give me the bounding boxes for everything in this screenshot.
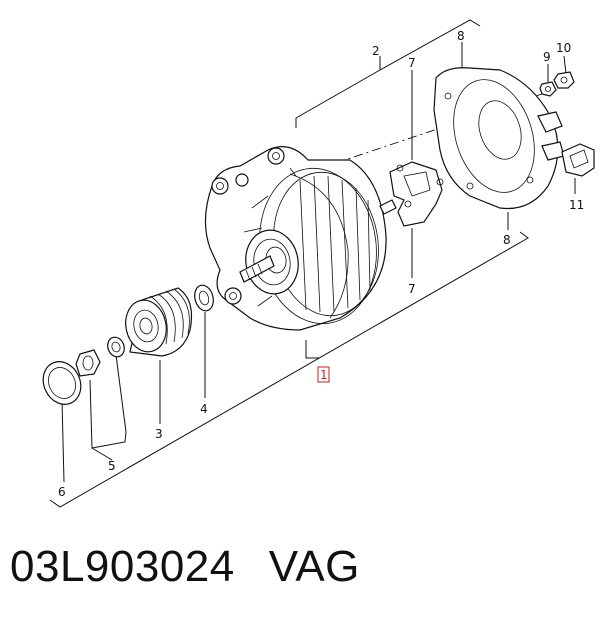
rear-cover [433, 67, 565, 210]
voltage-regulator [379, 161, 444, 227]
callout-7-bottom: 7 [408, 282, 416, 296]
alternator-body [204, 146, 387, 331]
callout-5: 5 [108, 459, 116, 473]
spacer-washer [194, 284, 214, 312]
callout-11: 11 [569, 198, 584, 212]
callout-10: 10 [556, 41, 571, 55]
callout-7-top: 7 [408, 56, 416, 70]
callout-8-top: 8 [457, 29, 465, 43]
callout-3: 3 [155, 427, 163, 441]
terminal-nut [553, 71, 575, 89]
part-caption: 03L903024 VAG [10, 542, 360, 592]
cover-nut [539, 81, 557, 97]
part-number: 03L903024 [10, 542, 235, 591]
brand-name: VAG [268, 542, 360, 591]
callout-8-bottom: 8 [503, 233, 511, 247]
callout-1-highlight-box [317, 366, 330, 383]
pulley [125, 287, 193, 357]
exploded-parts-diagram: 2 8 10 9 7 11 8 7 1 4 3 5 6 [42, 19, 595, 508]
callout-2: 2 [372, 44, 380, 58]
nut-and-washer [75, 336, 125, 377]
callout-9: 9 [543, 50, 551, 64]
callout-4: 4 [200, 402, 208, 416]
callout-6: 6 [58, 485, 66, 499]
connector-plug [561, 143, 595, 177]
callout-1: 1 [320, 368, 328, 382]
dust-cap [42, 361, 82, 405]
